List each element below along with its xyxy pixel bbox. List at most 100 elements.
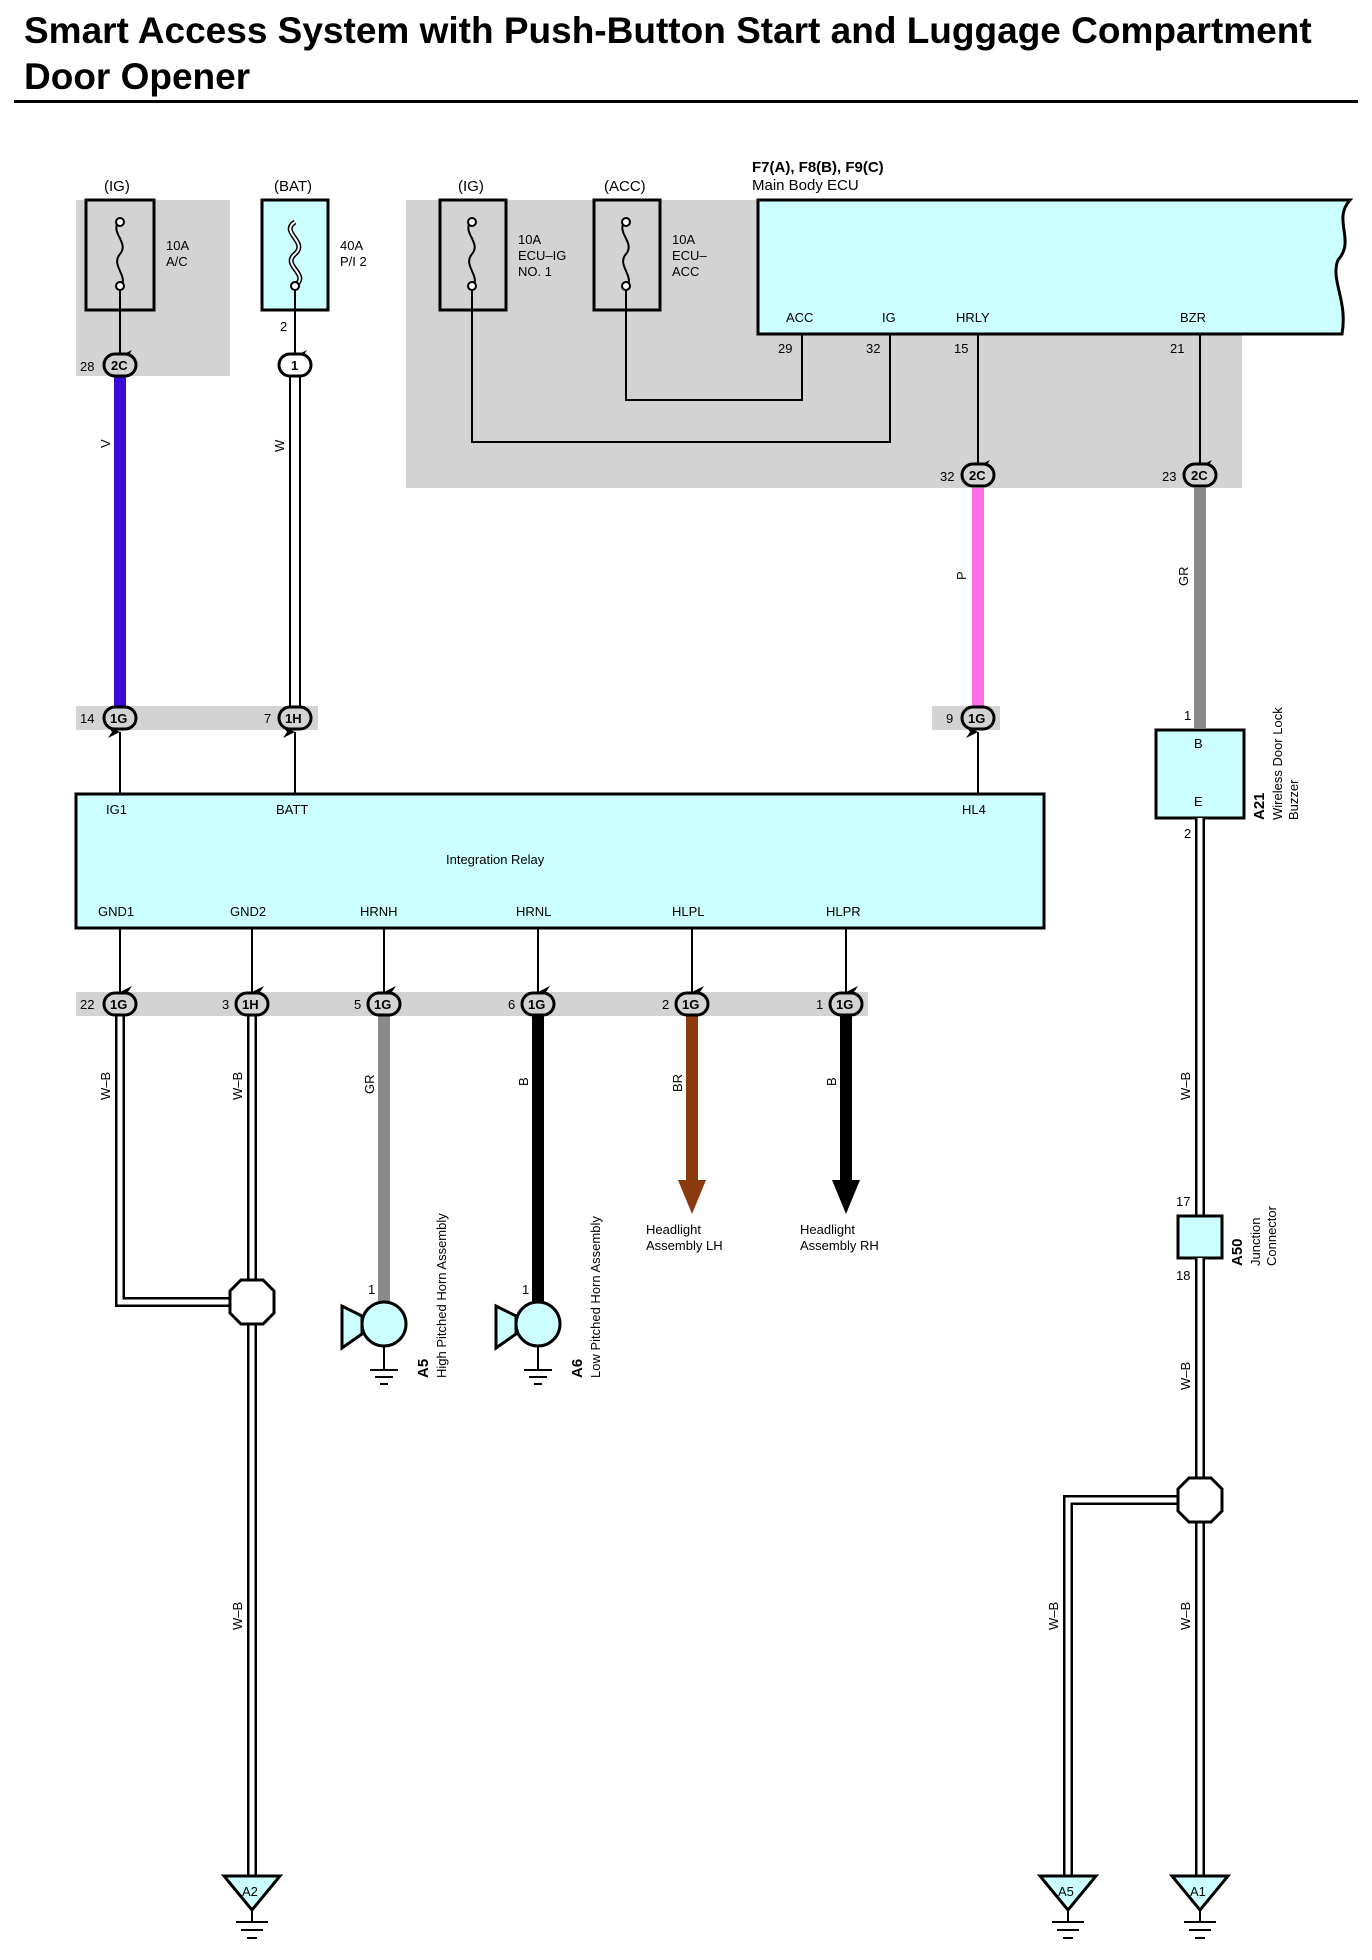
- main-body-ecu: F7(A), F8(B), F9(C) Main Body ECU ACC IG…: [752, 159, 1354, 356]
- svg-text:18: 18: [1176, 1268, 1190, 1283]
- fuse-ecu-ig-name1: ECU–IG: [518, 248, 566, 263]
- page-title-line2: Door Opener: [24, 56, 251, 97]
- wire-label-wb-junction: W–B: [1178, 1362, 1193, 1390]
- horn-a6: 1 A6 Low Pitched Horn Assembly: [494, 1216, 603, 1385]
- wire-p: [972, 488, 984, 706]
- svg-text:3: 3: [222, 997, 229, 1012]
- connector-1h-7: 7 1H: [264, 705, 313, 731]
- ecu-pin-ig: IG: [882, 310, 896, 325]
- junction-name2: Connector: [1264, 1205, 1279, 1266]
- fuse-ecu-acc-rating: 10A: [672, 232, 695, 247]
- buzzer-name1: Wireless Door Lock: [1270, 707, 1285, 820]
- ecu-name: Main Body ECU: [752, 177, 859, 194]
- headlight-lh-line1: Headlight: [646, 1222, 701, 1237]
- wire-ecu-acc: [625, 290, 803, 401]
- svg-text:1G: 1G: [110, 711, 127, 726]
- wire-ecu-ig: [471, 290, 891, 443]
- svg-text:1G: 1G: [968, 711, 985, 726]
- page-title-line1: Smart Access System with Push-Button Sta…: [24, 10, 1312, 51]
- wire-label-wb-a5: W–B: [1046, 1602, 1061, 1630]
- ecu-pin-32: 32: [866, 341, 880, 356]
- svg-text:B: B: [1194, 736, 1203, 751]
- svg-text:1G: 1G: [528, 997, 545, 1012]
- buzzer-a21: 1 B E 2 A21 Wireless Door Lock Buzzer: [1154, 707, 1301, 841]
- headlight-lh-line2: Assembly LH: [646, 1238, 723, 1253]
- horn-a5: 1 A5 High Pitched Horn Assembly: [340, 1213, 449, 1385]
- connector-1g-14: 14 1G: [80, 705, 138, 731]
- relay-pin-hrnl: HRNL: [516, 904, 551, 919]
- fuse-pi2-name: P/I 2: [340, 254, 367, 269]
- fuse-ecu-acc-source: (ACC): [604, 178, 646, 195]
- wire-label-p: P: [954, 571, 969, 580]
- relay-pin-hl4: HL4: [962, 802, 986, 817]
- horn-a5-name: High Pitched Horn Assembly: [434, 1213, 449, 1378]
- horn-a5-code: A5: [415, 1359, 432, 1378]
- svg-text:1: 1: [816, 997, 823, 1012]
- integration-relay: IG1 BATT HL4 Integration Relay GND1 GND2…: [74, 792, 1046, 930]
- svg-text:A1: A1: [1190, 1884, 1206, 1899]
- wire-label-b-horn: B: [516, 1077, 531, 1086]
- relay-pin-gnd2: GND2: [230, 904, 266, 919]
- fuse-ac-rating: 10A: [166, 238, 189, 253]
- wire-label-wb-gnd2: W–B: [230, 1072, 245, 1100]
- svg-text:1H: 1H: [285, 711, 302, 726]
- connector-1g-2: 2 1G: [662, 991, 710, 1017]
- wire-gr-bzr: [1194, 488, 1206, 728]
- wire-label-gr-horn: GR: [362, 1075, 377, 1095]
- title-rule: [14, 100, 1358, 103]
- wire-label-b-headlight: B: [824, 1077, 839, 1086]
- svg-text:A2: A2: [242, 1884, 258, 1899]
- svg-text:23: 23: [1162, 469, 1176, 484]
- wire-label-w: W: [272, 439, 287, 452]
- ground-a2: A2: [220, 1874, 284, 1939]
- relay-name: Integration Relay: [446, 852, 545, 867]
- wire-gr-horn: [378, 1016, 390, 1306]
- fuse-ecu-ig-source: (IG): [458, 178, 484, 195]
- svg-text:1: 1: [1184, 708, 1191, 723]
- fuse-ecu-ig-rating: 10A: [518, 232, 541, 247]
- svg-text:2: 2: [662, 997, 669, 1012]
- fuse-ac-name: A/C: [166, 254, 188, 269]
- wire-label-wb-a1: W–B: [1178, 1602, 1193, 1630]
- svg-text:7: 7: [264, 711, 271, 726]
- connector-1g-9: 9 1G: [946, 705, 996, 731]
- svg-text:2C: 2C: [111, 358, 128, 373]
- splice-right: [1176, 1476, 1224, 1524]
- svg-text:22: 22: [80, 997, 94, 1012]
- splice-left: [228, 1278, 276, 1326]
- fuse-ecu-acc-name2: ACC: [672, 264, 699, 279]
- fuse-pi2: (BAT) 40A P/I 2: [260, 178, 367, 312]
- wire-label-wb-buzzer: W–B: [1178, 1072, 1193, 1100]
- connector-band-bottom: [76, 992, 868, 1016]
- ecu-pin-29: 29: [778, 341, 792, 356]
- connector-2c-32: 32 2C: [940, 462, 996, 488]
- connector-2c-28: 28 2C: [80, 352, 138, 378]
- svg-text:28: 28: [80, 359, 94, 374]
- svg-text:E: E: [1194, 794, 1203, 809]
- page-title: Smart Access System with Push-Button Sta…: [24, 8, 1312, 100]
- horn-a6-name: Low Pitched Horn Assembly: [588, 1216, 603, 1378]
- ground-a1: A1: [1168, 1874, 1232, 1939]
- wire-br-headlight: [686, 1016, 698, 1182]
- svg-text:1H: 1H: [242, 997, 259, 1012]
- relay-pin-ig1: IG1: [106, 802, 127, 817]
- svg-text:1G: 1G: [374, 997, 391, 1012]
- wire-label-gr-bzr: GR: [1176, 567, 1191, 587]
- svg-text:2: 2: [1184, 826, 1191, 841]
- fuse-pi2-source: (BAT): [274, 178, 312, 195]
- wire-b-headlight: [840, 1016, 852, 1182]
- ground-a5: A5: [1036, 1874, 1100, 1939]
- wire-label-wb-a2: W–B: [230, 1602, 245, 1630]
- svg-text:1: 1: [368, 1282, 375, 1297]
- svg-text:9: 9: [946, 711, 953, 726]
- connector-1g-6: 6 1G: [508, 991, 556, 1017]
- svg-text:1G: 1G: [110, 997, 127, 1012]
- ecu-pin-hrly: HRLY: [956, 310, 990, 325]
- ecu-pin-acc: ACC: [786, 310, 813, 325]
- fuse-pi2-rating: 40A: [340, 238, 363, 253]
- horn-a6-code: A6: [569, 1359, 586, 1378]
- wire-b-horn: [532, 1016, 544, 1306]
- ecu-pin-bzr: BZR: [1180, 310, 1206, 325]
- svg-text:5: 5: [354, 997, 361, 1012]
- svg-text:1: 1: [291, 358, 298, 373]
